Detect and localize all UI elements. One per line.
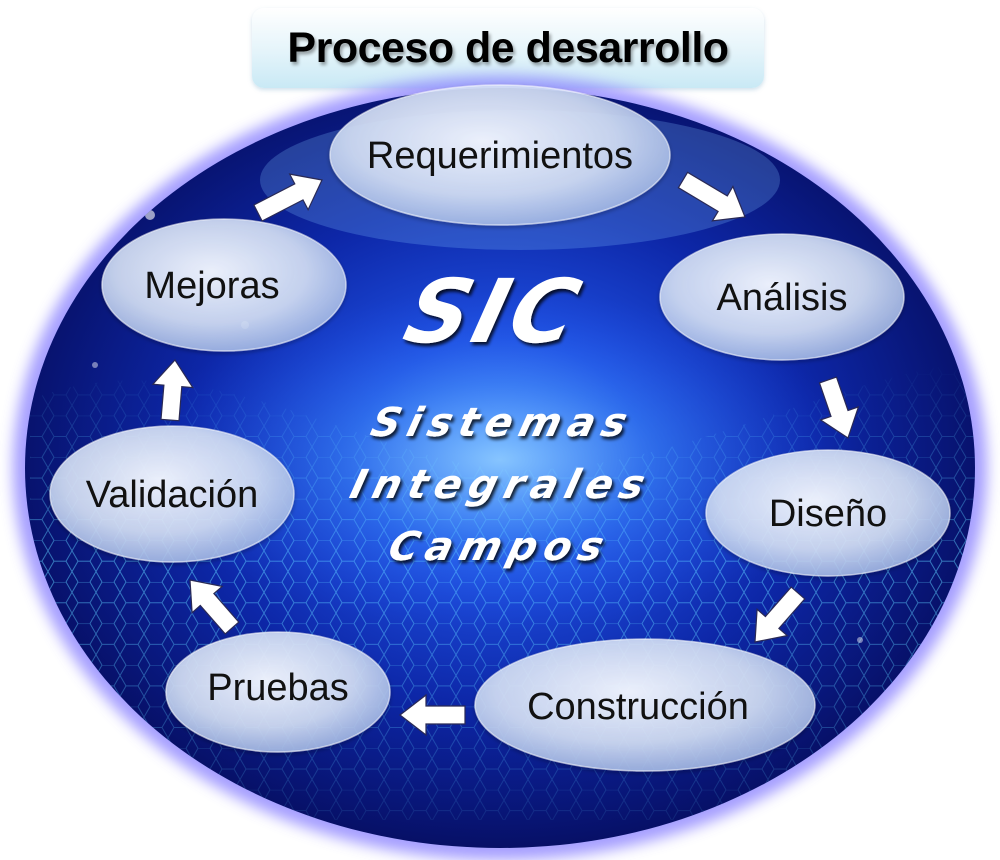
sparkle-dot bbox=[92, 362, 98, 368]
arrow-icon bbox=[151, 359, 194, 422]
step-node-7: Mejoras bbox=[101, 218, 347, 352]
step-label: Pruebas bbox=[207, 667, 349, 709]
arrow-icon bbox=[818, 376, 860, 439]
step-node-6: Validación bbox=[49, 425, 295, 563]
arrow-icon bbox=[677, 171, 746, 222]
step-node-bubble bbox=[705, 449, 951, 577]
arrow-icon bbox=[754, 586, 806, 643]
title-banner: Proceso de desarrollo bbox=[252, 8, 764, 88]
step-node-5: Pruebas bbox=[165, 631, 391, 753]
step-node-4: Construcción bbox=[474, 638, 816, 772]
arrow-icon bbox=[253, 173, 323, 222]
step-node-bubble bbox=[474, 638, 816, 772]
step-node-bubble bbox=[49, 425, 295, 563]
brand-line-1: Sistemas bbox=[366, 399, 639, 446]
step-label: Mejoras bbox=[144, 265, 279, 307]
cycle-arrows bbox=[151, 171, 860, 737]
step-node-bubble bbox=[165, 631, 391, 753]
step-node-bubble bbox=[329, 84, 671, 226]
arrow-icon bbox=[189, 579, 240, 635]
process-steps: RequerimientosAnálisisDiseñoConstrucción… bbox=[49, 84, 951, 772]
step-node-bubble bbox=[659, 233, 905, 361]
step-label: Requerimientos bbox=[367, 135, 633, 177]
brand-line-2: Integrales bbox=[346, 461, 657, 508]
sparkle-dot bbox=[857, 637, 863, 643]
brand-acronym: SIC bbox=[395, 261, 593, 363]
step-node-bubble bbox=[101, 218, 347, 352]
center-glow bbox=[140, 290, 860, 630]
arrow-icon bbox=[399, 693, 466, 737]
step-label: Construcción bbox=[527, 686, 749, 728]
brand-line-3: Campos bbox=[384, 523, 616, 570]
step-node-2: Análisis bbox=[659, 233, 905, 361]
brand-block: SIC Sistemas Integrales Campos bbox=[346, 261, 657, 570]
step-label: Diseño bbox=[769, 493, 887, 535]
step-node-1: Requerimientos bbox=[329, 84, 671, 226]
step-node-3: Diseño bbox=[705, 449, 951, 577]
diagram-title: Proceso de desarrollo bbox=[287, 23, 729, 72]
step-label: Validación bbox=[86, 474, 259, 516]
step-label: Análisis bbox=[717, 277, 848, 319]
